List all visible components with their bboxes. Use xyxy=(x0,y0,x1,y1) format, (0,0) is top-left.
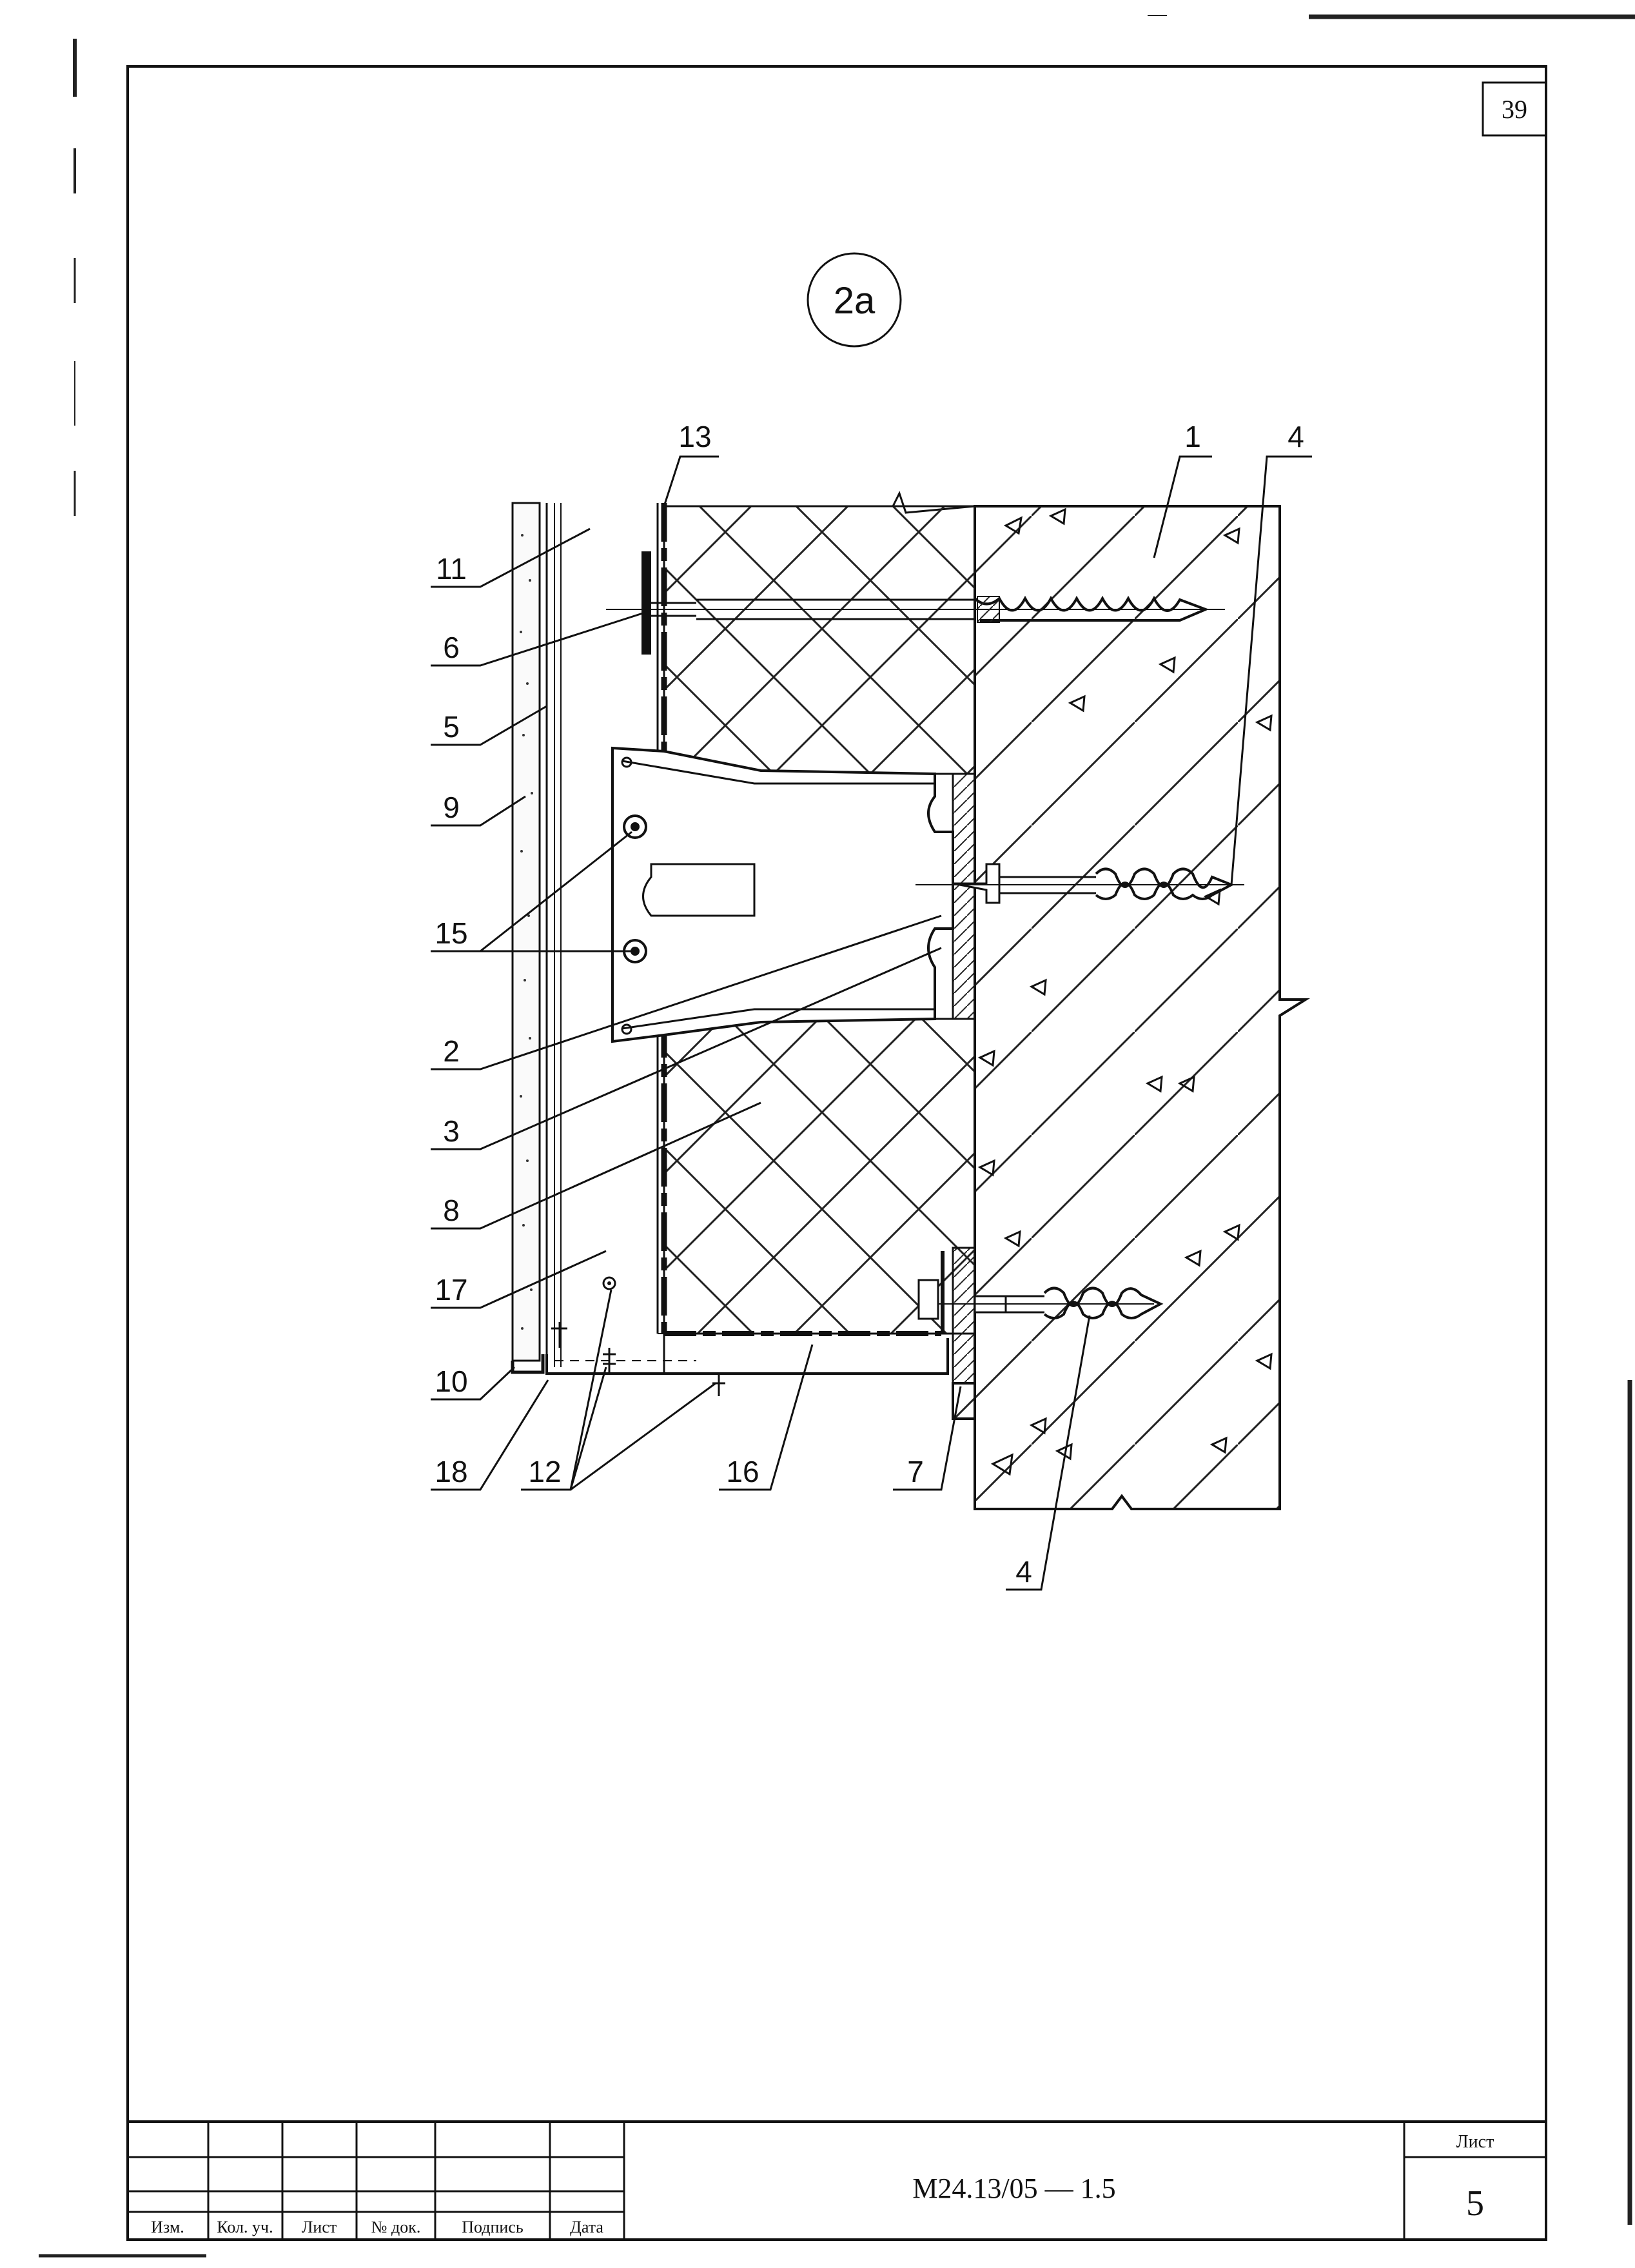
title-block: Изм. Кол. уч. Лист № док. Подпись Дата М… xyxy=(126,2120,1547,2241)
col-list: Лист xyxy=(302,2218,337,2236)
callout-17: 17 xyxy=(435,1273,467,1307)
cladding-texture xyxy=(520,534,533,1330)
thermal-pad-lower xyxy=(952,1247,976,1385)
sheet-number-box: 39 xyxy=(1482,81,1547,137)
col-izm: Изм. xyxy=(151,2218,184,2236)
sheet-value: 5 xyxy=(1466,2184,1484,2224)
callout-numbers: 13 1 4 11 6 5 9 15 2 3 8 17 10 18 12 16 … xyxy=(435,420,1304,1588)
col-kol-uch: Кол. уч. xyxy=(217,2218,273,2236)
callout-13: 13 xyxy=(678,420,711,453)
callout-16: 16 xyxy=(726,1455,759,1488)
callout-12: 12 xyxy=(528,1455,561,1488)
bracket-anchor-upper xyxy=(915,863,1244,904)
insulation-upper xyxy=(663,505,976,775)
concrete-aggregate xyxy=(977,508,1273,1476)
col-signature: Подпись xyxy=(462,2218,524,2236)
callout-5: 5 xyxy=(443,710,460,744)
callout-4-bottom: 4 xyxy=(1015,1555,1032,1588)
callout-3: 3 xyxy=(443,1114,460,1148)
scan-marks xyxy=(39,14,1635,2258)
callout-4-top: 4 xyxy=(1287,420,1304,453)
document-designation: М24.13/05 — 1.5 xyxy=(912,2173,1115,2204)
view-label-text: 2а xyxy=(834,280,876,322)
bottom-closing-profile xyxy=(545,1338,949,1375)
callout-8: 8 xyxy=(443,1194,460,1227)
callout-10: 10 xyxy=(435,1365,467,1398)
sheet-number-top: 39 xyxy=(1502,95,1527,124)
thermal-pad-upper xyxy=(952,773,976,1020)
callout-7: 7 xyxy=(907,1455,924,1488)
bracket-anchor-lower xyxy=(917,1279,1164,1320)
callout-11: 11 xyxy=(436,552,467,586)
callout-1: 1 xyxy=(1184,420,1201,453)
callout-18: 18 xyxy=(435,1455,467,1488)
leader-lines xyxy=(431,455,1312,1591)
callout-15: 15 xyxy=(435,916,467,950)
callout-6: 6 xyxy=(443,631,460,664)
wall-bracket xyxy=(611,746,954,1043)
section-drawing xyxy=(511,491,1310,1510)
self-tapping-screws xyxy=(551,1276,729,1396)
callout-2: 2 xyxy=(443,1034,460,1068)
bracket-rivets xyxy=(623,814,647,963)
drip-edge xyxy=(511,1354,545,1374)
concrete-wall xyxy=(952,505,1310,1510)
view-label: 2а xyxy=(807,252,902,348)
callout-9: 9 xyxy=(443,791,460,824)
insulation-dowel xyxy=(606,551,1225,655)
cladding-panel xyxy=(511,502,541,1362)
col-doc-no: № док. xyxy=(371,2218,421,2236)
sheet-label: Лист xyxy=(1456,2132,1494,2152)
col-date: Дата xyxy=(570,2218,603,2236)
